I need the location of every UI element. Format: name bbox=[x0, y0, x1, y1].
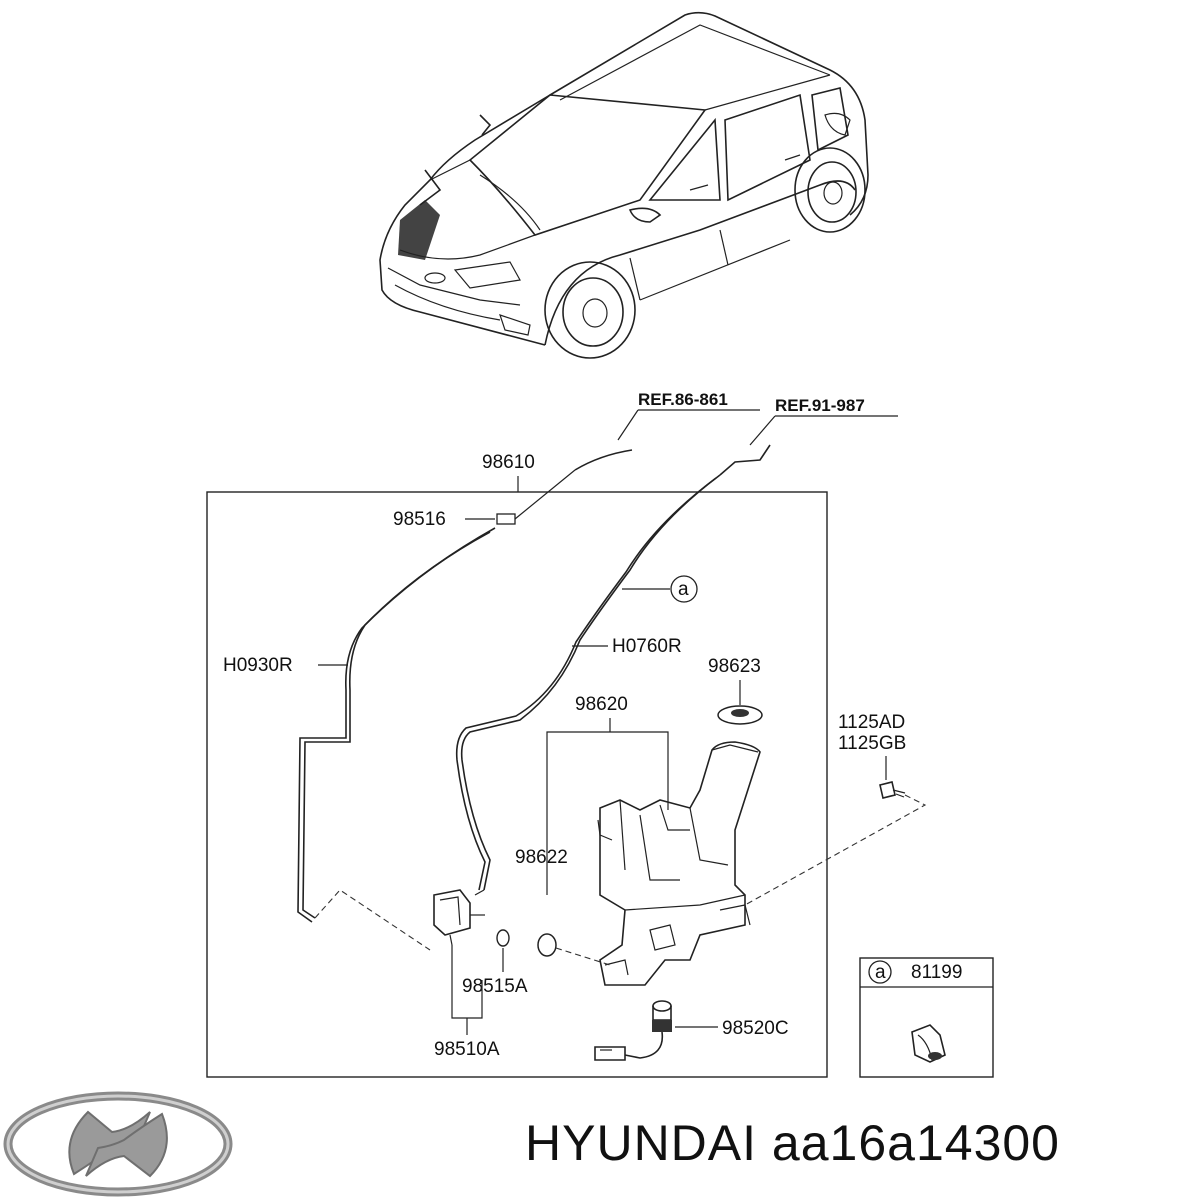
label-81199: 81199 bbox=[911, 962, 962, 983]
parts-box bbox=[206, 491, 828, 1078]
dash-h0930r bbox=[314, 889, 431, 951]
callout-box-letter: a bbox=[875, 962, 886, 983]
label-98622: 98622 bbox=[515, 847, 568, 868]
label-98515a: 98515A bbox=[462, 976, 528, 997]
pump-hose-link bbox=[474, 889, 485, 896]
grommet-98622 bbox=[537, 933, 557, 957]
label-98520c: 98520C bbox=[722, 1018, 789, 1039]
brand-caption: HYUNDAI aa16a14300 bbox=[525, 1115, 1060, 1171]
hose-h0760r bbox=[460, 474, 721, 891]
pump-98510a bbox=[433, 889, 485, 946]
label-98623: 98623 bbox=[708, 656, 761, 677]
callout-a-circle bbox=[670, 575, 698, 603]
reservoir-98620 bbox=[597, 741, 761, 986]
label-h0760r: H0760R bbox=[612, 636, 682, 657]
callout-a-letter: a bbox=[678, 579, 689, 600]
ref-leader-1 bbox=[617, 409, 639, 441]
hose-h0930r-inner bbox=[297, 531, 491, 923]
dash-bolt bbox=[744, 794, 927, 906]
clip-81199 bbox=[911, 1024, 946, 1063]
label-1125ad: 1125AD bbox=[838, 712, 905, 733]
hose-h0930r bbox=[302, 527, 496, 919]
label-98510a: 98510A bbox=[434, 1039, 500, 1060]
level-sensor-98520c bbox=[594, 1000, 672, 1061]
cap-98623-center bbox=[731, 709, 749, 717]
label-98610: 98610 bbox=[482, 452, 535, 473]
ref-label-2: REF.91-987 bbox=[775, 396, 865, 415]
hose-upper-left bbox=[574, 449, 633, 471]
hose-upper-right bbox=[719, 444, 771, 476]
bolt-1125 bbox=[879, 781, 906, 799]
label-98620: 98620 bbox=[575, 694, 628, 715]
connector-98516 bbox=[496, 513, 516, 525]
seal-98515a bbox=[496, 929, 510, 947]
car-illustration bbox=[379, 11, 869, 359]
callout-box bbox=[859, 957, 994, 1078]
ref-label-1: REF.86-861 bbox=[638, 390, 728, 409]
callout-box-circle bbox=[868, 960, 892, 984]
bracket-98620 bbox=[546, 718, 669, 895]
hose-h0760r-inner bbox=[455, 477, 717, 891]
hose-link-98516 bbox=[514, 469, 576, 520]
hyundai-logo bbox=[3, 1091, 233, 1197]
label-1125gb: 1125GB bbox=[838, 733, 906, 754]
cap-98623 bbox=[717, 705, 763, 725]
label-h0930r: H0930R bbox=[223, 655, 293, 676]
ref-leader-2 bbox=[749, 415, 776, 446]
label-98516: 98516 bbox=[393, 509, 446, 530]
dash-98622 bbox=[555, 947, 611, 966]
